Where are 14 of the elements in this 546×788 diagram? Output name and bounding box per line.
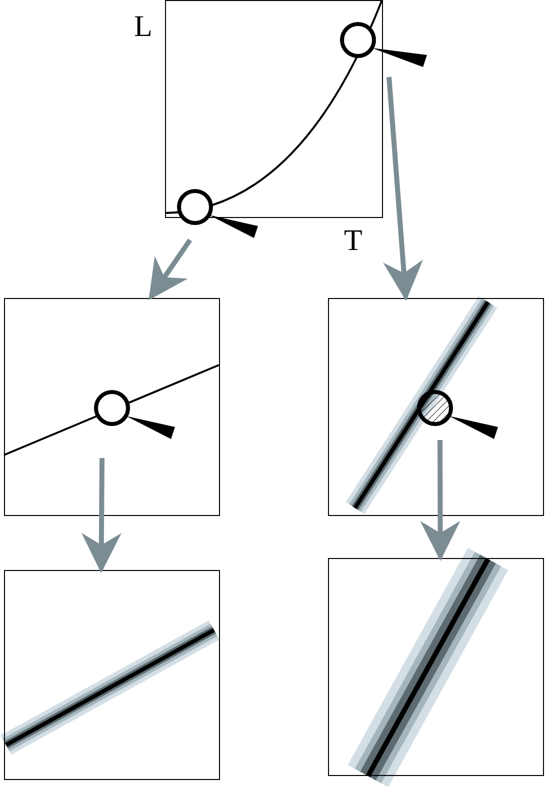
magnified-view-box	[328, 558, 544, 776]
axis-label: L	[134, 12, 152, 42]
arrow	[148, 238, 192, 300]
magnifier-icon	[93, 389, 177, 441]
arrow	[81, 458, 122, 573]
axis-label: T	[344, 226, 362, 256]
arrow	[420, 440, 460, 561]
magnifier-icon	[416, 389, 500, 441]
arrow	[383, 76, 423, 301]
magnified-view-box	[4, 570, 220, 780]
magnifier-icon	[176, 188, 260, 240]
magnified-view-box	[328, 298, 544, 516]
magnifier-icon	[339, 21, 429, 69]
magnified-view-box	[4, 298, 220, 516]
